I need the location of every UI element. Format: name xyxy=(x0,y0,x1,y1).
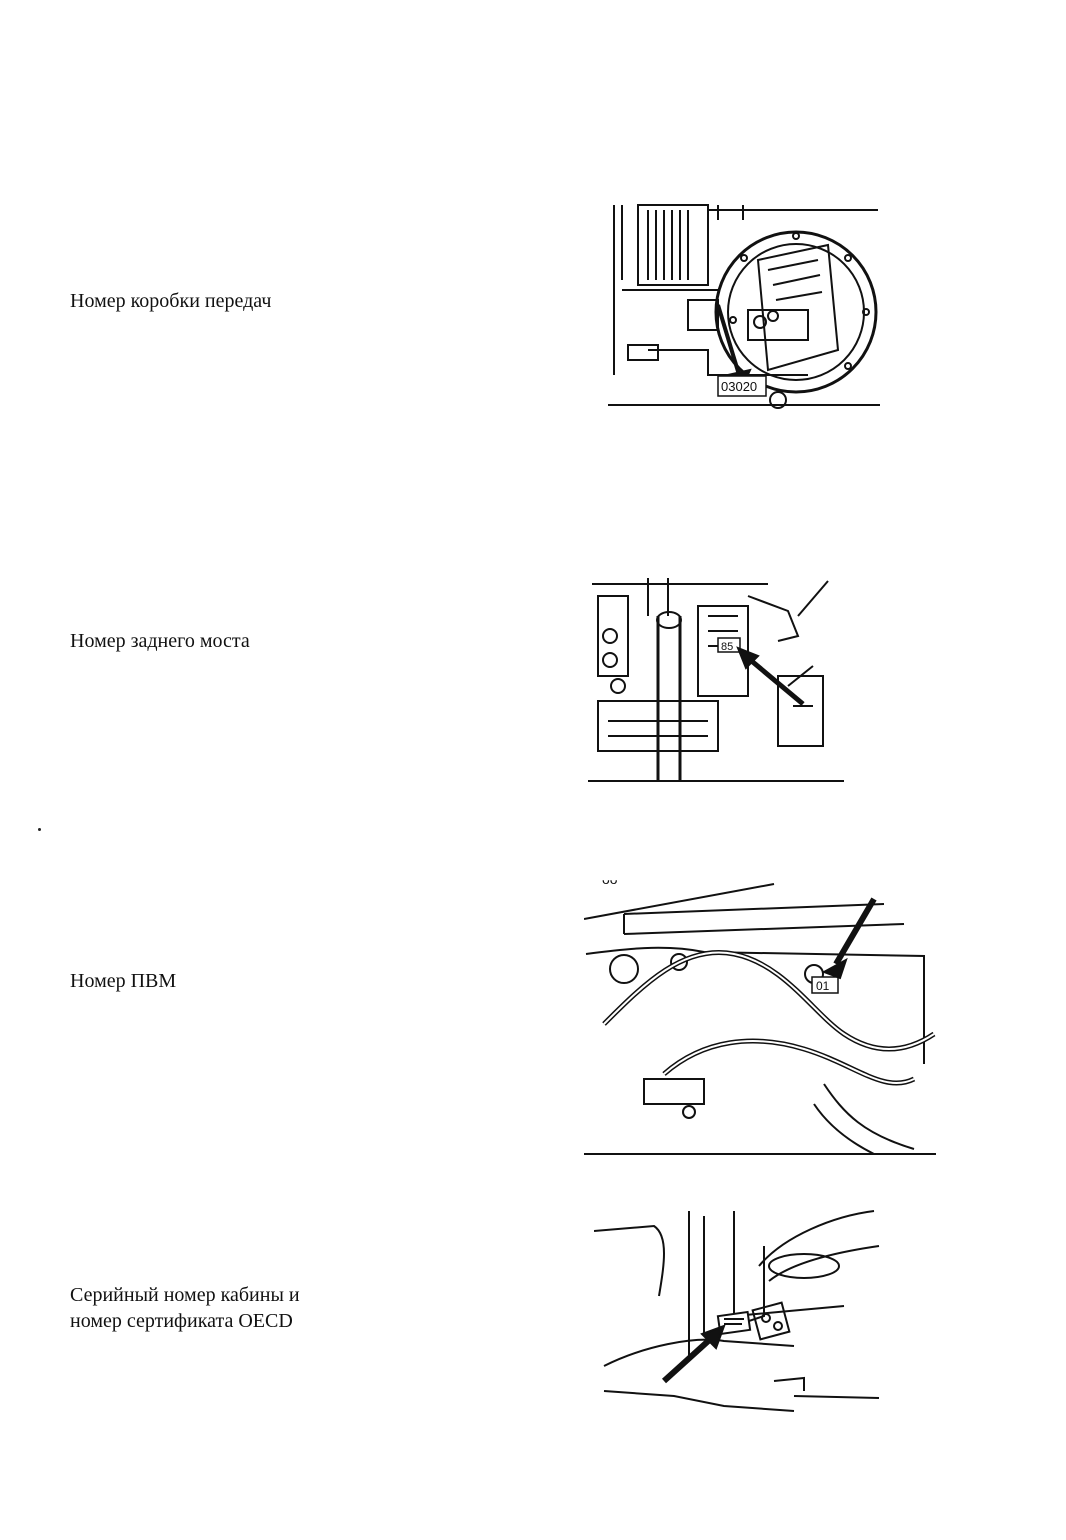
gearbox-illustration: 03020 xyxy=(608,200,880,410)
svg-text:ᴗᴗ: ᴗᴗ xyxy=(602,871,618,887)
rear-axle-number-label: 85 xyxy=(721,641,733,653)
front-drive-axle-illustration: ᴗᴗ 01 xyxy=(584,864,936,1158)
caption-front-axle-number: Номер ПВМ xyxy=(70,970,177,992)
caption-cab-serial-number: Серийный номер кабины и номер сертификат… xyxy=(70,1284,300,1332)
gearbox-number-label: 03020 xyxy=(721,379,757,394)
caption-rear-axle-number: Номер заднего моста xyxy=(70,630,250,652)
rear-axle-illustration: 85 xyxy=(588,576,844,786)
front-axle-number-label: 01 xyxy=(816,979,830,993)
scan-speck xyxy=(38,828,41,831)
caption-gearbox-number: Номер коробки передач xyxy=(70,290,272,312)
cab-plate-illustration xyxy=(594,1206,884,1416)
